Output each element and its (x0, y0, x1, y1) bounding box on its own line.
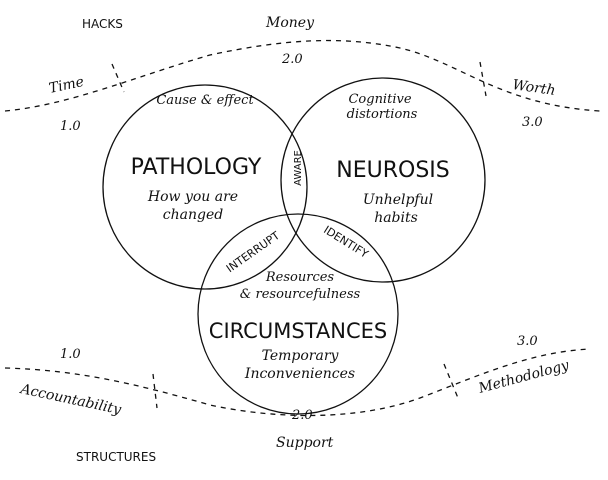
circumstances-circle (197, 213, 399, 415)
hacks-value-2: 2.0 (281, 52, 303, 67)
structures-value-2: 2.0 (291, 408, 313, 423)
pathology-top-note: Cause & effect (156, 93, 254, 108)
circumstances-top-line1: Resources (265, 270, 335, 285)
hacks-divider-left (111, 63, 125, 93)
structures-heading: STRUCTURES (76, 450, 156, 464)
hacks-wave (4, 39, 601, 112)
aware-label: AWARE (293, 150, 304, 186)
neurosis-title: NEUROSIS (336, 158, 449, 183)
time-label: Time (48, 74, 86, 97)
identify-label: IDENTIFY (321, 223, 370, 261)
circumstances-title: CIRCUMSTANCES (209, 319, 387, 343)
methodology-label: Methodology (476, 357, 572, 397)
neurosis-top-line1: Cognitive (348, 92, 411, 107)
neurosis-desc-line1: Unhelpful (363, 192, 433, 208)
hacks-value-3: 3.0 (522, 115, 543, 130)
structures-wave (4, 348, 591, 417)
hacks-divider-right (479, 61, 487, 97)
pathology-desc-line1: How you are (147, 189, 238, 205)
accountability-label: Accountability (17, 381, 123, 419)
hacks-heading: HACKS (82, 17, 123, 31)
worth-label: Worth (511, 77, 556, 99)
neurosis-circle (280, 77, 486, 283)
pathology-title: PATHOLOGY (131, 155, 262, 180)
pathology-circle (102, 84, 308, 290)
circumstances-desc-line1: Temporary (262, 348, 340, 364)
structures-value-1: 1.0 (60, 347, 81, 362)
neurosis-top-line2: distortions (347, 107, 418, 122)
neurosis-desc-line2: habits (374, 210, 418, 226)
circumstances-desc-line2: Inconveniences (244, 366, 355, 382)
money-label: Money (265, 15, 315, 31)
interrupt-label: INTERRUPT (224, 229, 282, 275)
structures-divider-right (443, 363, 459, 399)
structures-value-3: 3.0 (517, 334, 538, 349)
pathology-desc-line2: changed (163, 207, 223, 223)
circumstances-top-line2: & resourcefulness (240, 287, 361, 302)
support-label: Support (276, 435, 334, 451)
hacks-value-1: 1.0 (60, 119, 81, 134)
